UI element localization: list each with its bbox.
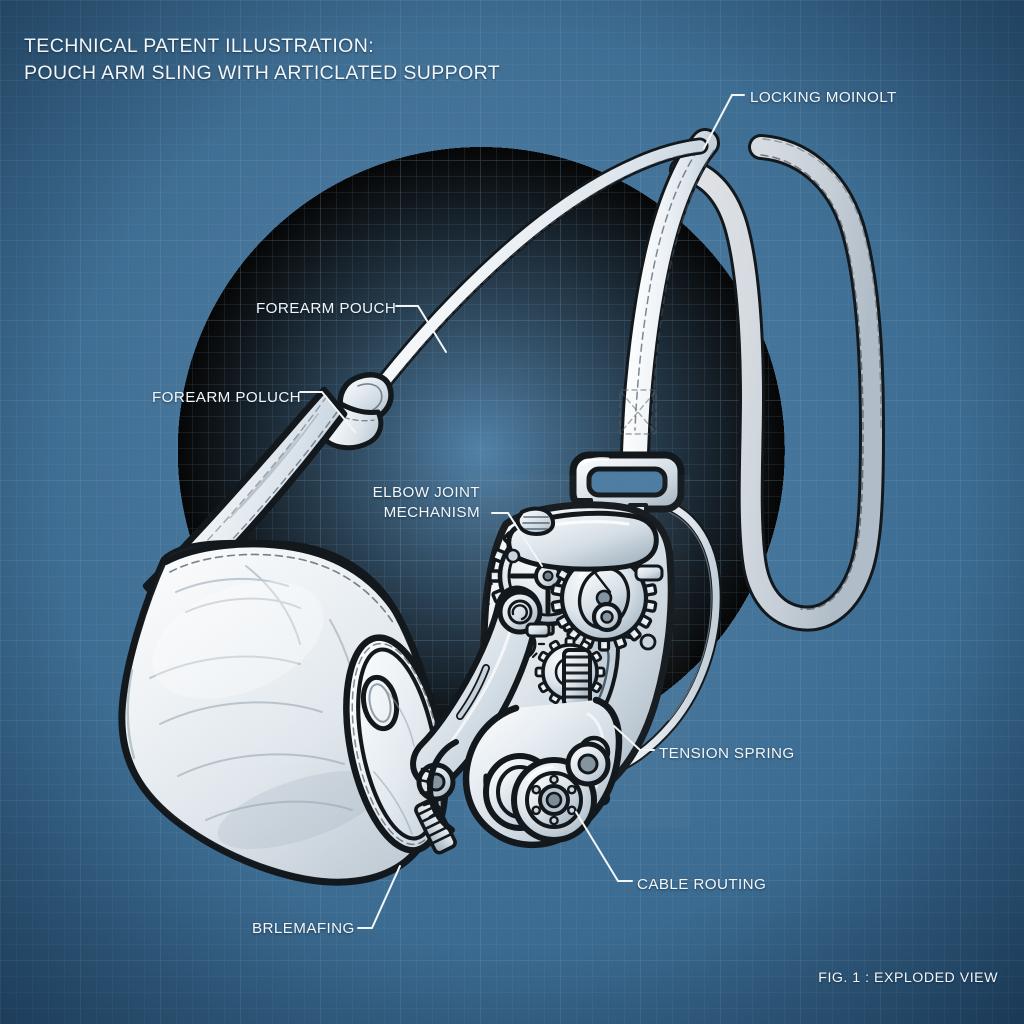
cable-conduit — [606, 494, 722, 776]
rim-teeth — [418, 739, 459, 833]
callout-elbow-joint-line-2: MECHANISM — [383, 504, 480, 521]
callout-cable-routing: CABLE ROUTING — [637, 876, 767, 893]
leader-cable-routing — [575, 811, 633, 882]
callout-tension-spring: TENSION SPRING — [659, 745, 795, 762]
title-line-2: POUCH ARM SLING WITH ARTICLATED SUPPORT — [24, 62, 501, 84]
callout-brlemafing: BRLEMAFING — [252, 920, 355, 937]
callout-elbow-joint-line-1: ELBOW JOINT — [372, 484, 480, 501]
figure-caption: FIG. 1 : EXPLODED VIEW — [818, 970, 998, 986]
leader-tension-spring — [613, 725, 655, 751]
leader-forearm-poluch — [299, 391, 356, 433]
leader-locking-moinolt — [703, 94, 745, 149]
leader-elbow-joint — [491, 512, 543, 567]
callout-locking-moinolt: LOCKING MOINOLT — [750, 89, 897, 106]
title-line-1: TECHNICAL PATENT ILLUSTRATION: — [24, 35, 375, 57]
leader-forearm-pouch — [395, 305, 447, 353]
shoulder-strap-loop — [669, 134, 885, 632]
leader-brlemafing — [357, 865, 401, 929]
callout-elbow-joint-mechanism: ELBOW JOINT MECHANISM — [296, 483, 480, 523]
callout-forearm-pouch: FOREARM POUCH — [256, 300, 397, 317]
page-title: TECHNICAL PATENT ILLUSTRATION: POUCH ARM … — [24, 33, 500, 87]
pulley-hub — [418, 739, 611, 843]
upper-sling-strap — [367, 137, 709, 401]
forearm-pouch-sleeve — [118, 539, 449, 886]
chassis-hardware — [505, 548, 664, 651]
callout-forearm-poluch: FOREARM POLUCH — [152, 389, 302, 406]
